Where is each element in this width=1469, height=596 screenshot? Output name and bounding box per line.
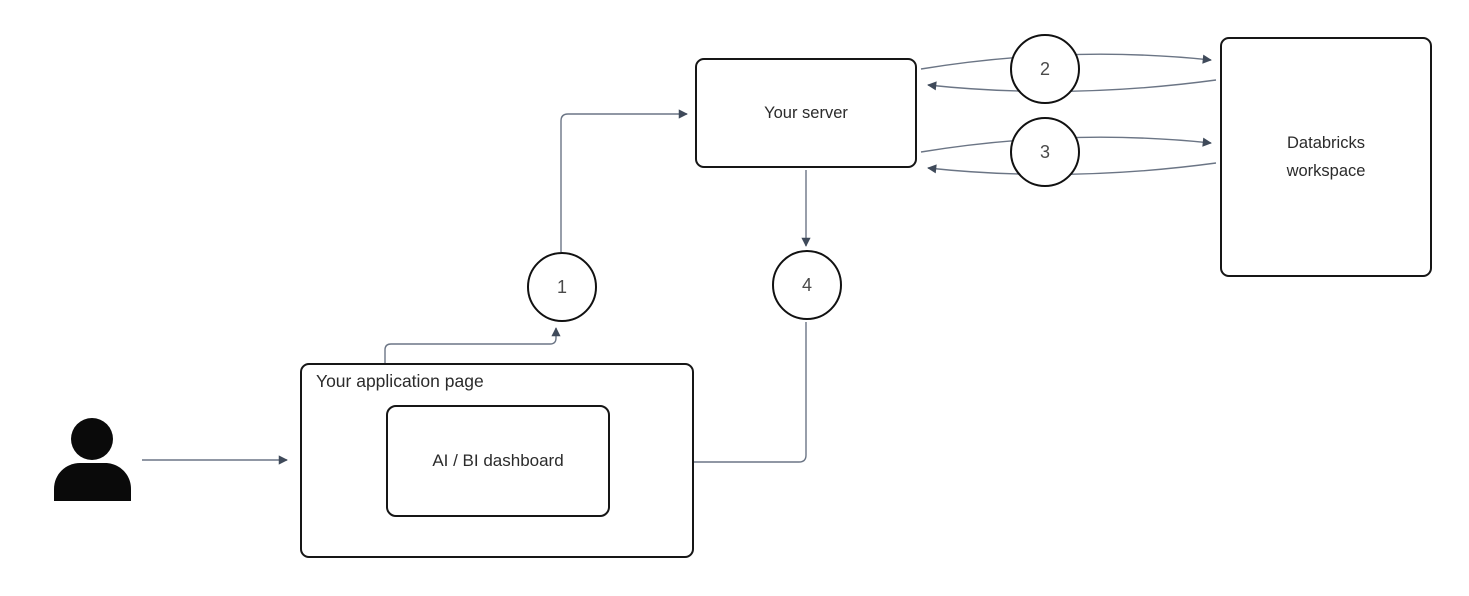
step-number-3: 3 <box>1039 141 1050 162</box>
server-box: Your server <box>695 58 917 168</box>
arrow-step4-to-dashboard <box>615 322 807 467</box>
step-circle-4: 4 <box>772 250 842 320</box>
workspace-box: Databricks workspace <box>1220 37 1432 277</box>
step-number-4: 4 <box>801 274 812 295</box>
user-icon <box>54 418 131 501</box>
step-circle-3: 3 <box>1010 117 1080 187</box>
step-number-2: 2 <box>1039 58 1050 79</box>
step-circle-2: 2 <box>1010 34 1080 104</box>
arrow-step1-to-server <box>560 109 688 252</box>
app-page-label: Your application page <box>316 371 484 391</box>
step-circle-1: 1 <box>527 252 597 322</box>
workspace-label: Databricks workspace <box>1286 134 1366 180</box>
dashboard-box: AI / BI dashboard <box>386 405 610 517</box>
dashboard-label: AI / BI dashboard <box>432 451 564 470</box>
arrow-app-to-step1 <box>384 327 561 363</box>
step-number-1: 1 <box>556 276 567 297</box>
server-label: Your server <box>764 103 848 122</box>
